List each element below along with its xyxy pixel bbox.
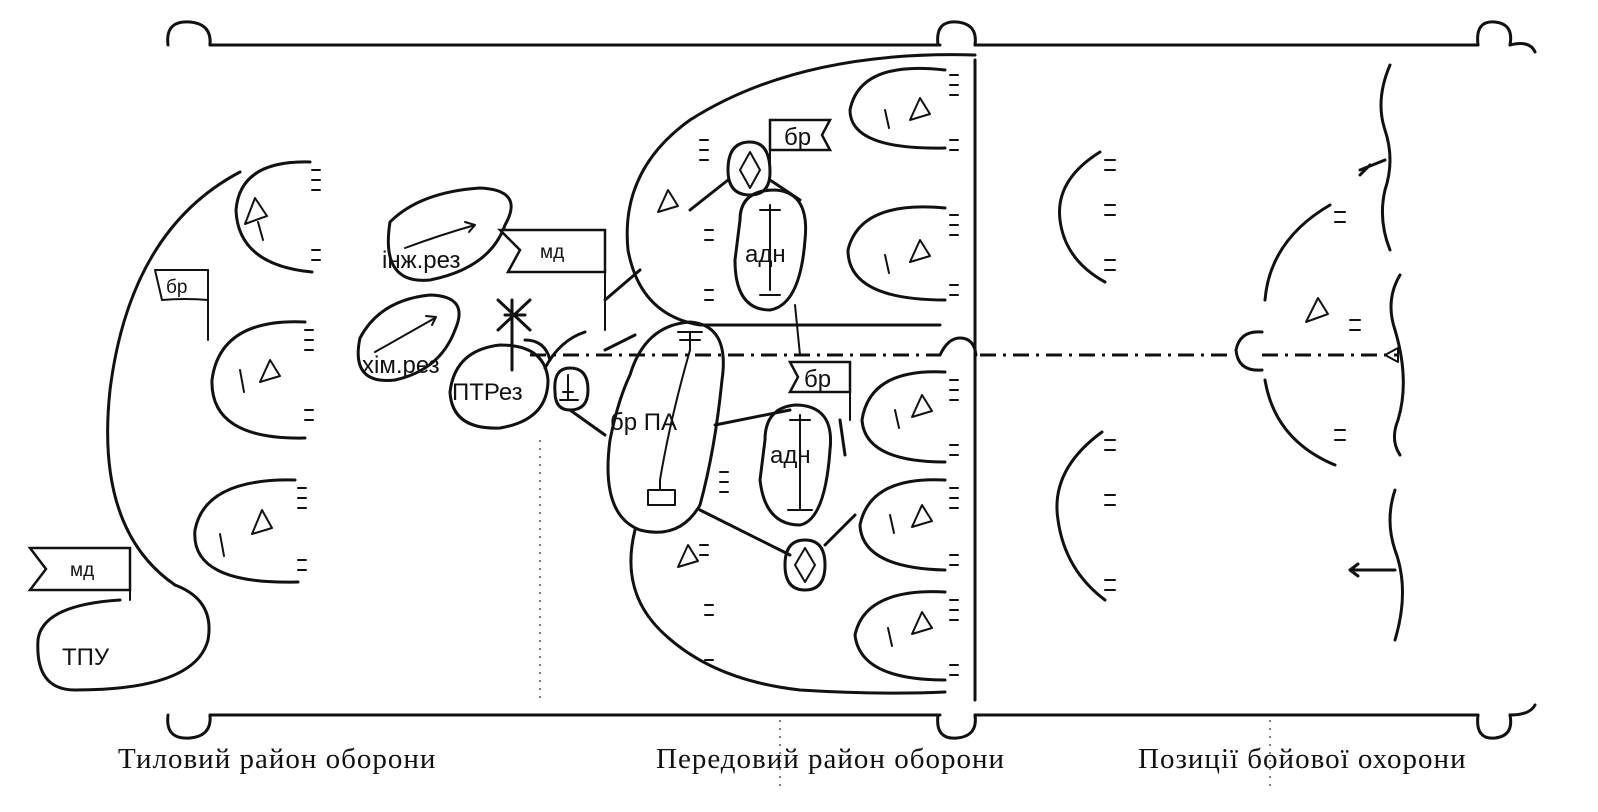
adn-upper-label: адн bbox=[745, 241, 786, 268]
boundary-line bbox=[530, 330, 1399, 372]
flag-br-top: бр bbox=[768, 118, 833, 171]
outpost-positions bbox=[1055, 63, 1405, 642]
flag-md-rear: мд bbox=[27, 546, 132, 592]
flag-br-mid-label: бр bbox=[804, 366, 831, 393]
caption-forward-defense: Передовий район оборони bbox=[656, 743, 1005, 775]
caption-rear-defense: Тиловий район оборони bbox=[118, 743, 436, 775]
guide-lines bbox=[539, 440, 1271, 790]
flag-md-rear-label: мд bbox=[70, 560, 94, 581]
tpu-label: ТПУ bbox=[62, 644, 110, 671]
flag-br-rear-label: бр bbox=[166, 277, 187, 298]
adn-lower-label: адн bbox=[770, 442, 811, 469]
at-reserve-label: ПТРез bbox=[452, 379, 523, 406]
flag-md-center-label: мд bbox=[540, 242, 564, 263]
eng-reserve-label: інж.рез bbox=[382, 247, 460, 274]
caption-outpost-positions: Позиції бойової охорони bbox=[1138, 743, 1467, 775]
flag-br-mid: бр bbox=[787, 360, 852, 421]
rear-defense-area bbox=[36, 160, 321, 692]
flag-md-center: мд bbox=[496, 228, 607, 331]
frame bbox=[166, 20, 1537, 740]
flag-br-top-label: бр bbox=[784, 124, 811, 151]
reserves-area bbox=[356, 186, 607, 437]
chem-reserve-label: хім.рез bbox=[362, 352, 440, 379]
forward-defense-area bbox=[603, 53, 977, 695]
brigade-artillery-label: бр ПА bbox=[610, 409, 677, 436]
